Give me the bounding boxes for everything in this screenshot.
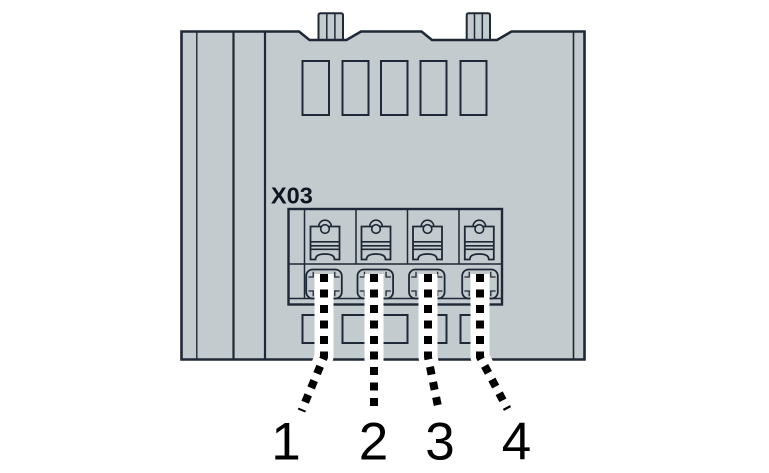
terminal-clamp-3 (412, 219, 443, 261)
vent-slots-top (301, 60, 488, 116)
wire-entries (305, 268, 499, 300)
connector-block (287, 207, 504, 306)
terminal-number-labels: 1 2 3 4 (271, 413, 531, 472)
terminal-clamp-1 (309, 219, 341, 261)
vent-slot (301, 60, 330, 116)
mounting-clip-right-ribs (473, 14, 484, 40)
connector-block-inner-lines (288, 209, 502, 300)
terminal-clamps (309, 219, 495, 261)
callout-line-1 (292, 274, 334, 415)
mounting-clips (317, 12, 491, 42)
side-ridges (196, 32, 575, 359)
terminal-number-3: 3 (425, 413, 454, 472)
terminal-number-2: 2 (359, 413, 388, 472)
terminal-clamp-2 (360, 219, 392, 261)
terminal-clamp-4 (463, 219, 495, 261)
vent-slot (380, 60, 409, 116)
callout-line-4 (470, 274, 516, 414)
terminal-number-1: 1 (271, 413, 300, 472)
mounting-clip-left-ribs (326, 14, 336, 40)
connector-block-frame (287, 207, 504, 306)
callout-line-3 (418, 274, 448, 411)
mounting-clip-left (317, 12, 344, 42)
terminal-number-4: 4 (502, 413, 531, 472)
vent-slot (459, 60, 488, 116)
vent-slot (341, 60, 370, 116)
callout-lines (292, 274, 516, 415)
vent-slot (419, 60, 448, 116)
mounting-clip-right (465, 12, 491, 42)
connector-label: X03 (271, 183, 313, 209)
